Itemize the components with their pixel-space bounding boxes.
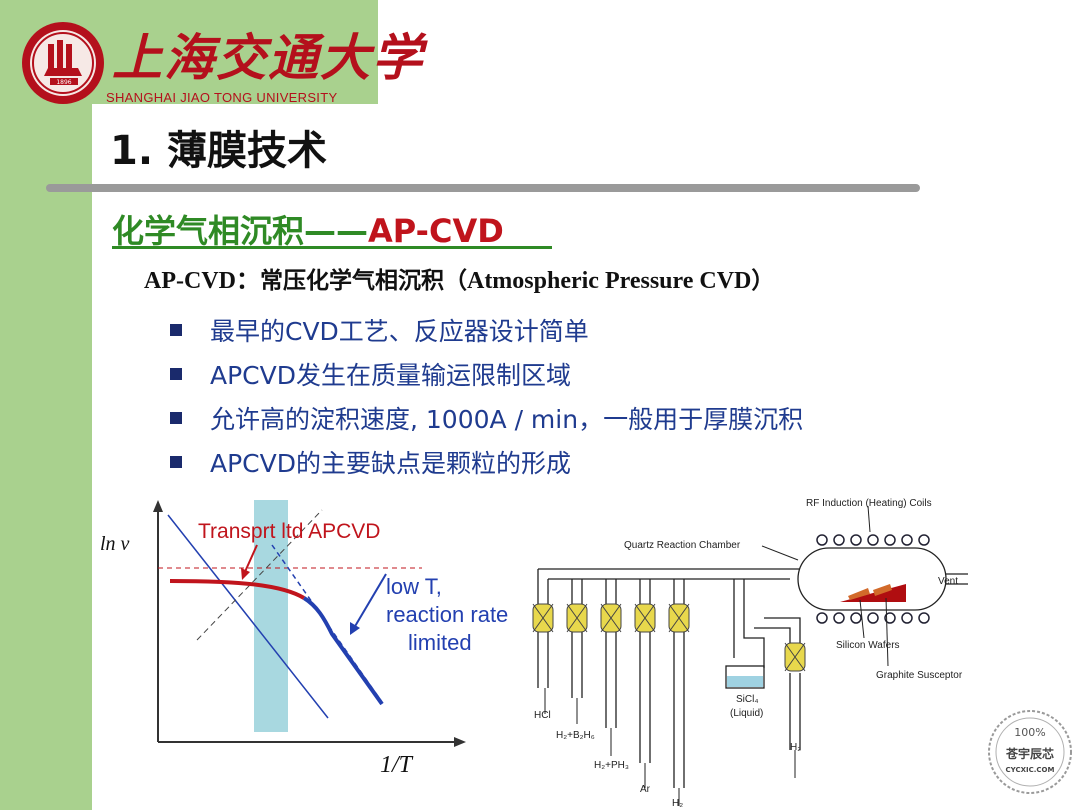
liquid-label: (Liquid) bbox=[730, 708, 763, 719]
bullet-text: 最早的CVD工艺、反应器设计简单 bbox=[210, 317, 589, 346]
pipe-bubbler bbox=[733, 579, 765, 668]
wafers-pointer bbox=[859, 599, 865, 639]
university-seal-icon: 1896 bbox=[22, 22, 104, 104]
y-axis-arrow-icon bbox=[153, 500, 163, 512]
pipe-3 bbox=[605, 579, 617, 728]
valve-group bbox=[532, 603, 806, 672]
measured-rate-curve-blue bbox=[302, 596, 384, 706]
gas-ph3-label: H₂+PH₃ bbox=[594, 760, 629, 771]
diagonal-dashed-line bbox=[196, 509, 323, 641]
gas-h2-bottom-label: H₂ bbox=[672, 798, 683, 809]
pipe-h2 bbox=[789, 673, 801, 750]
rate-label-line3: limited bbox=[408, 630, 472, 655]
list-item: 最早的CVD工艺、反应器设计简单 bbox=[170, 308, 803, 352]
reaction-limited-line bbox=[167, 514, 329, 719]
apcvd-reactor-diagram: RF Induction (Heating) Coils Quartz Reac… bbox=[532, 498, 968, 809]
wafers-label: Silicon Wafers bbox=[836, 640, 900, 651]
definition-line: AP-CVD：常压化学气相沉积（Atmospheric Pressure CVD… bbox=[144, 260, 774, 295]
subtitle-underline bbox=[112, 246, 552, 249]
rate-label-line2: reaction rate bbox=[386, 602, 508, 627]
x-axis-arrow-icon bbox=[454, 737, 466, 747]
bullet-square-icon bbox=[170, 412, 182, 424]
transport-label: Transprt ltd APCVD bbox=[198, 520, 380, 543]
pipe-bubbler-top bbox=[754, 617, 801, 648]
subtitle-red: AP-CVD bbox=[368, 212, 504, 250]
slide-title: 1. 薄膜技术 bbox=[110, 128, 327, 174]
slide-subtitle: 化学气相沉积——AP-CVD bbox=[112, 206, 504, 252]
gas-h2-right-label: H₂ bbox=[790, 742, 801, 753]
gas-hcl-label: HCl bbox=[534, 710, 551, 721]
y-axis-label: ln v bbox=[100, 533, 130, 555]
bullet-text: 允许高的淀积速度, 1000A / min，一般用于厚膜沉积 bbox=[210, 405, 804, 434]
bullet-square-icon bbox=[170, 368, 182, 380]
stamp-top: 100% bbox=[1014, 726, 1045, 739]
bullet-list: 最早的CVD工艺、反应器设计简单 APCVD发生在质量输运限制区域 允许高的淀积… bbox=[170, 308, 803, 484]
bullet-text: APCVD发生在质量输运限制区域 bbox=[210, 361, 571, 390]
list-item: APCVD发生在质量输运限制区域 bbox=[170, 352, 803, 396]
rate-arrow-icon bbox=[350, 622, 360, 635]
coils-label: RF Induction (Heating) Coils bbox=[806, 498, 932, 509]
gas-ar-label: Ar bbox=[640, 784, 651, 795]
seal-year: 1896 bbox=[56, 79, 71, 86]
definition-en: Atmospheric Pressure CVD bbox=[466, 268, 752, 294]
liquid-fill bbox=[727, 676, 763, 687]
transport-arrow-icon bbox=[241, 568, 250, 580]
definition-close: ） bbox=[751, 268, 775, 294]
title-divider bbox=[46, 184, 920, 192]
silicon-wafer bbox=[848, 588, 870, 600]
rate-pointer bbox=[353, 573, 387, 629]
university-name-en: SHANGHAI JIAO TONG UNIVERSITY bbox=[106, 90, 338, 105]
list-item: APCVD的主要缺点是颗粒的形成 bbox=[170, 440, 803, 484]
rf-coils bbox=[816, 534, 930, 624]
rate-label-line1: low T, bbox=[386, 574, 442, 599]
chamber-pointer bbox=[761, 545, 799, 561]
vent-pipe bbox=[946, 573, 968, 585]
watermark-stamp: 100% 苍宇辰芯 CYCXIC.COM bbox=[988, 710, 1072, 794]
growth-rate-diagram: ln v 1/T Transprt ltd APCVD low T, react… bbox=[100, 500, 508, 778]
definition-cn: 常压化学气相沉积（ bbox=[259, 268, 467, 294]
bullet-square-icon bbox=[170, 456, 182, 468]
gas-b2h6-label: H₂+B₂H₆ bbox=[556, 730, 595, 741]
left-green-bar bbox=[0, 0, 92, 810]
university-name-cn: 上海交通大学 bbox=[112, 28, 424, 87]
x-axis-label: 1/T bbox=[380, 752, 414, 778]
transport-band bbox=[254, 500, 288, 732]
subtitle-green: 化学气相沉积—— bbox=[112, 212, 369, 250]
stamp-url: CYCXIC.COM bbox=[1006, 766, 1055, 774]
stamp-cn: 苍宇辰芯 bbox=[1005, 746, 1054, 761]
gas-sicl4-label: SiCl₄ bbox=[736, 694, 758, 705]
vent-label: Vent bbox=[938, 576, 958, 587]
quartz-chamber bbox=[797, 547, 947, 611]
transport-pointer bbox=[243, 544, 258, 575]
coils-pointer bbox=[867, 505, 871, 533]
bullet-square-icon bbox=[170, 324, 182, 336]
list-item: 允许高的淀积速度, 1000A / min，一般用于厚膜沉积 bbox=[170, 396, 803, 440]
chamber-label: Quartz Reaction Chamber bbox=[624, 540, 741, 551]
bullet-text: APCVD的主要缺点是颗粒的形成 bbox=[210, 449, 571, 478]
extrapolated-line bbox=[271, 544, 383, 703]
definition-term: AP-CVD： bbox=[144, 268, 260, 294]
silicon-wafer bbox=[873, 584, 892, 596]
susceptor-pointer bbox=[885, 597, 889, 667]
measured-rate-curve-red bbox=[169, 579, 306, 600]
liquid-container bbox=[725, 665, 765, 689]
pipe-2 bbox=[571, 579, 583, 698]
susceptor-label: Graphite Susceptor bbox=[876, 670, 963, 681]
